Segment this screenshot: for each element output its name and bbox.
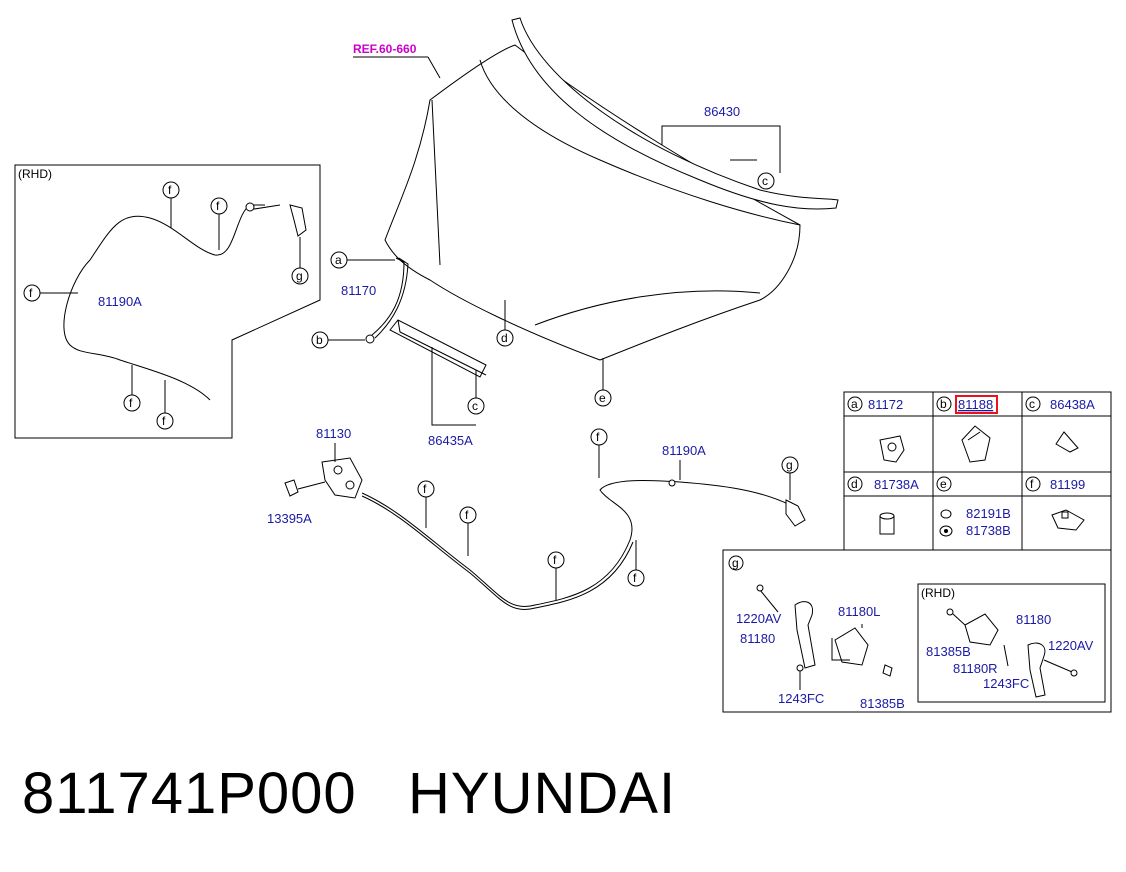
rhd-label: (RHD) (18, 167, 52, 181)
rhd-label-81190A: 81190A (98, 294, 142, 309)
callout-f3: f (553, 553, 557, 567)
table-part-81738A: 81738A (874, 477, 919, 492)
parts-table: a 81172 b 81188 c 86438A d 81738A e 8219… (843, 391, 1112, 551)
table-letter-a: a (851, 397, 858, 411)
callout-c-top: c (762, 174, 768, 188)
rhd-callout-f4: f (129, 396, 133, 410)
rhd-callout-f3: f (29, 286, 33, 300)
rhd-callout-f2: f (216, 199, 220, 213)
table-letter-e: e (940, 477, 947, 491)
bumper-13395A (284, 479, 299, 497)
label-86430: 86430 (704, 104, 740, 119)
table-letter-d: d (851, 477, 858, 491)
callout-d: d (501, 331, 508, 345)
g-rhd-81385B: 81385B (926, 644, 971, 659)
table-letter-f: f (1030, 477, 1034, 491)
label-81170: 81170 (341, 283, 376, 298)
g-label-81180L: 81180L (838, 604, 880, 619)
clip-icon-86438A (1055, 431, 1079, 453)
table-part-81199: 81199 (1050, 477, 1085, 492)
bumper-icon-82191B (939, 509, 953, 537)
table-part-81172: 81172 (868, 397, 903, 412)
hood-stay-81170 (365, 257, 409, 344)
callout-e: e (599, 391, 606, 405)
g-label-81180: 81180 (740, 631, 775, 646)
label-13395A: 13395A (267, 511, 312, 526)
clip-icon-81199 (1051, 509, 1085, 531)
table-letter-b: b (940, 397, 947, 411)
g-box-letter: g (732, 556, 739, 570)
rhd-callout-g: g (296, 269, 303, 283)
callout-f4: f (596, 430, 600, 444)
table-part-86438A: 86438A (1050, 397, 1095, 412)
highlight-box (955, 395, 998, 414)
table-part-81188[interactable]: 81188 (958, 397, 993, 412)
callout-b: b (316, 333, 323, 347)
g-label-1220AV: 1220AV (736, 611, 782, 626)
rhd-callout-f1: f (168, 183, 172, 197)
label-81190A: 81190A (662, 443, 706, 458)
g-label-1243FC: 1243FC (778, 691, 824, 706)
clip-icon-81188 (961, 425, 991, 463)
hood-parts-diagram: REF.60-660 86430 c a 81170 b c 86435A d … (14, 17, 1112, 713)
g-rhd-81180: 81180 (1016, 612, 1051, 627)
label-81130: 81130 (316, 426, 351, 441)
table-letter-c: c (1029, 397, 1035, 411)
footer-brand: HYUNDAI (408, 761, 677, 826)
g-rhd-1243FC: 1243FC (983, 676, 1029, 691)
callout-g: g (786, 458, 793, 472)
table-part-81738B: 81738B (966, 523, 1011, 538)
bumper-icon-81738A (879, 512, 895, 535)
callout-a: a (335, 253, 342, 267)
g-box: g 1220AV 81180 81180L 1243FC 81385B (RHD… (722, 549, 1112, 713)
callout-f2: f (465, 508, 469, 522)
release-cable (361, 479, 806, 610)
rhd-inset: (RHD) g f f f 81190A f f (14, 164, 321, 439)
ref-label: REF.60-660 (353, 42, 417, 56)
clip-icon-81172 (879, 435, 905, 463)
g-rhd-label: (RHD) (921, 586, 955, 600)
latch-81130 (321, 457, 363, 499)
callout-c-bracket: c (472, 399, 478, 413)
stay-bracket-86435A (389, 319, 487, 378)
footer-caption: 811741P000 HYUNDAI (22, 760, 676, 827)
table-part-82191B: 82191B (966, 506, 1011, 521)
footer-part-number: 811741P000 (22, 761, 357, 826)
callout-f1: f (423, 482, 427, 496)
label-86435A: 86435A (428, 433, 473, 448)
g-rhd-81180R: 81180R (953, 661, 998, 676)
callout-f5: f (633, 571, 637, 585)
rhd-callout-f5: f (162, 414, 166, 428)
hood-panel (384, 44, 801, 361)
g-rhd-1220AV: 1220AV (1048, 638, 1094, 653)
hood-seal-86430 (511, 17, 839, 210)
g-label-81385B: 81385B (860, 696, 905, 711)
